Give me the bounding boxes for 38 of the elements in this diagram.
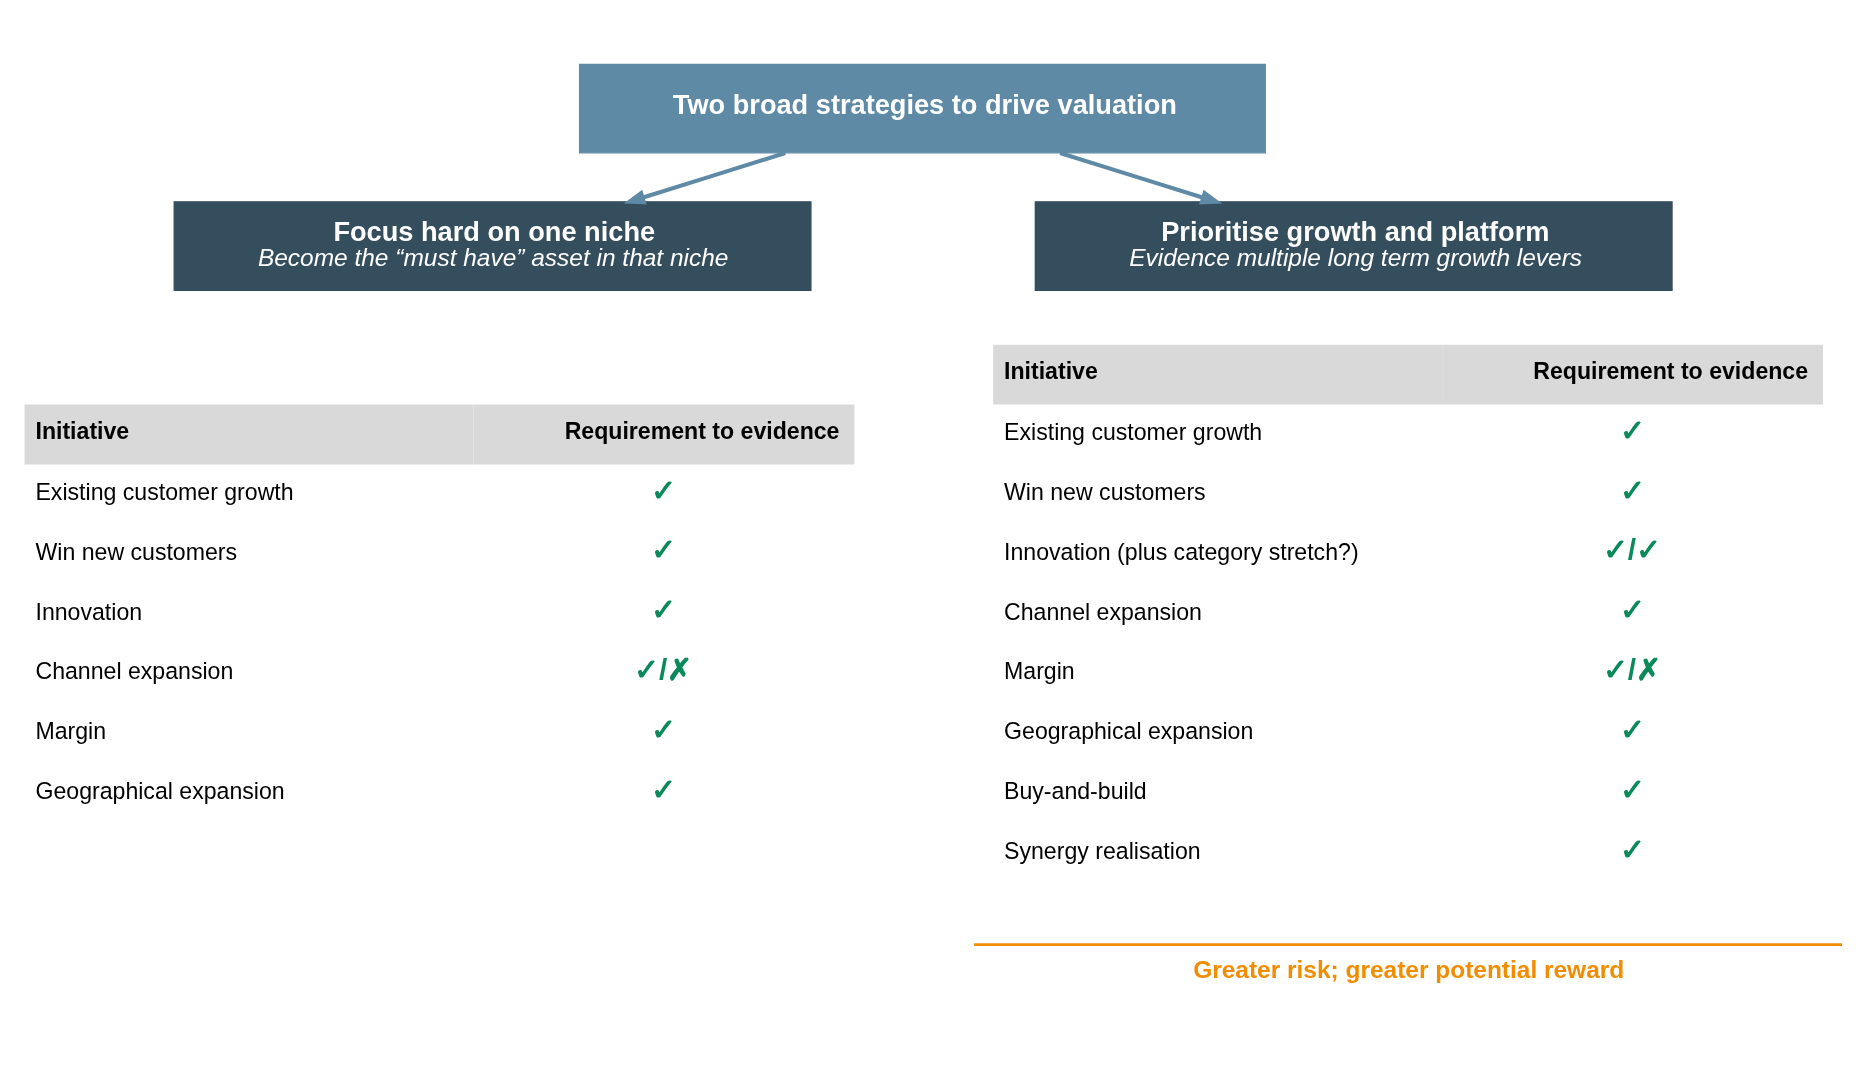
label: Buy-and-build xyxy=(1004,778,1147,805)
label: Synergy realisation xyxy=(1004,838,1201,865)
label: Initiative xyxy=(35,417,130,444)
node-box: Two broad strategies to drive valuation xyxy=(578,63,1266,154)
label: Channel expansion xyxy=(35,658,234,685)
label: Innovation xyxy=(35,598,143,625)
label: Requirement to evidence xyxy=(564,417,840,444)
label: Channel expansion xyxy=(1004,598,1202,625)
label: Geographical expansion xyxy=(35,778,285,805)
label: ✓/✗ xyxy=(634,653,693,687)
label: ✓ xyxy=(1619,772,1645,806)
label: ✓ xyxy=(1619,713,1645,747)
arrow xyxy=(623,151,786,205)
label: Innovation (plus category stretch?) xyxy=(1004,538,1359,565)
label: ✓ xyxy=(651,772,677,806)
label: ✓ xyxy=(651,713,677,747)
label: Requirement to evidence xyxy=(1533,357,1809,384)
label: ✓ xyxy=(651,533,677,567)
label: ✓ xyxy=(651,593,677,627)
label: ✓ xyxy=(1619,832,1645,866)
label: Initiative xyxy=(1004,357,1098,384)
label: Win new customers xyxy=(35,538,238,565)
label: Existing customer growth xyxy=(35,478,294,505)
label: Greater risk; greater potential reward xyxy=(1193,955,1625,983)
label: ✓/✓ xyxy=(1602,533,1661,567)
node-box: Prioritise growth and platform Evidence multiple long term growth levers xyxy=(1034,201,1673,291)
label: Margin xyxy=(35,718,107,745)
label: ✓ xyxy=(1619,413,1645,447)
arrow xyxy=(1059,151,1223,205)
label: Geographical expansion xyxy=(1004,718,1254,745)
label: ✓ xyxy=(651,473,677,507)
label: ✓/✗ xyxy=(1602,653,1661,687)
label: ✓ xyxy=(1619,593,1645,627)
node-box: Focus hard on one niche Become the “must have” asset in that niche xyxy=(173,201,812,291)
label: Existing customer growth xyxy=(1004,419,1263,446)
label: Margin xyxy=(1004,658,1075,685)
label: ✓ xyxy=(1619,473,1645,507)
label: Win new customers xyxy=(1004,478,1206,505)
